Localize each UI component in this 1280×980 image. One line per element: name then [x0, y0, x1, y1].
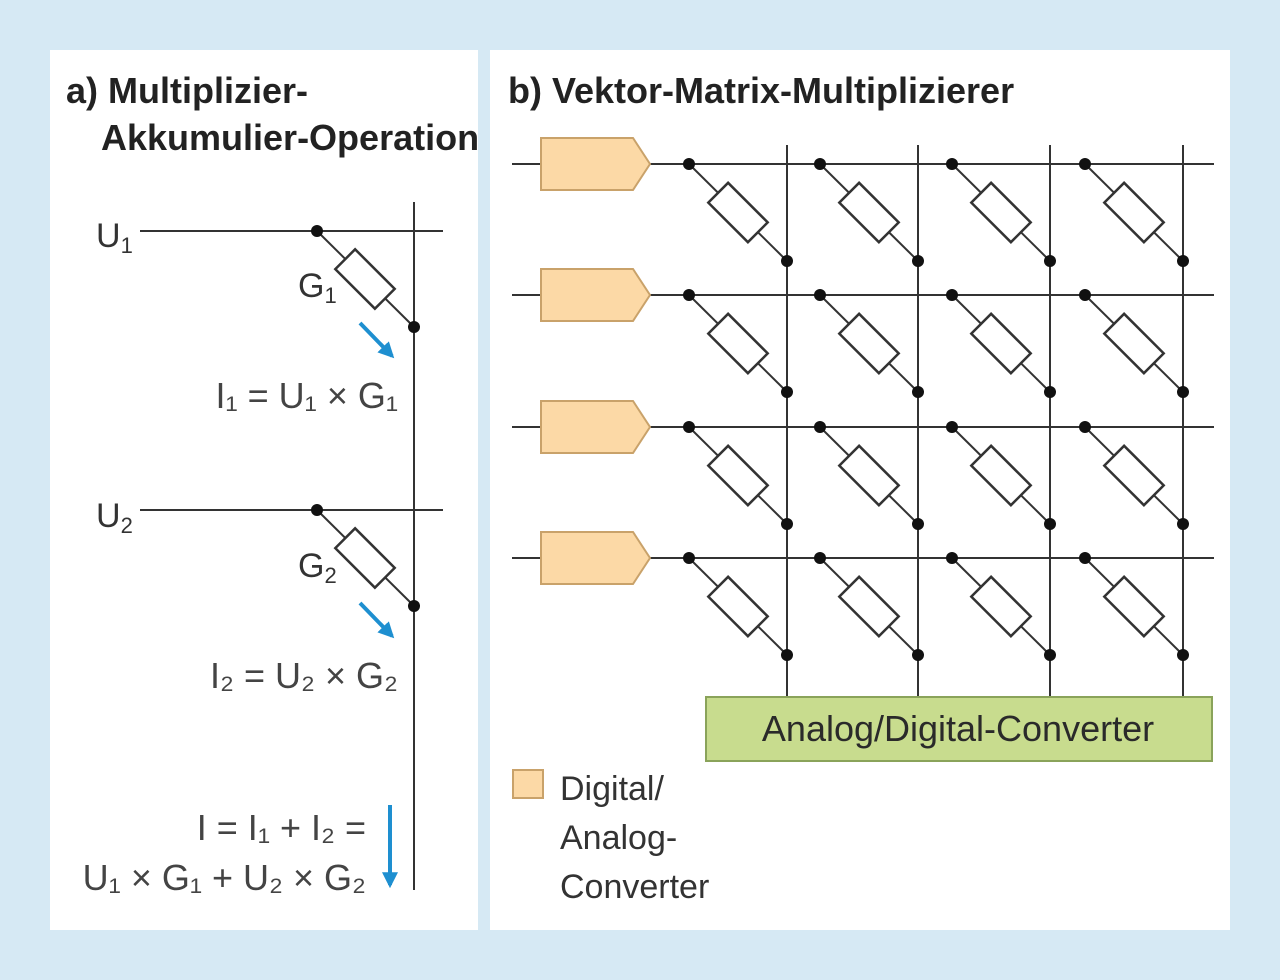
crossbar-cell-r3-c4 [1079, 421, 1189, 530]
junction-node [814, 158, 826, 170]
equation-sum-line2: U₁ × G₁ + U₂ × G₂ [83, 857, 366, 898]
junction-node [683, 289, 695, 301]
junction-node [946, 552, 958, 564]
junction-node [814, 421, 826, 433]
panel-a-mac-operation [50, 50, 478, 930]
g2-label: G2 [298, 547, 337, 588]
junction-node [912, 649, 924, 661]
junction-node [781, 255, 793, 267]
resistor [969, 312, 1033, 375]
legend-line1: Digital/ [560, 770, 664, 808]
junction-node [781, 386, 793, 398]
junction-node [1079, 158, 1091, 170]
junction-node [912, 255, 924, 267]
junction-node [814, 552, 826, 564]
legend-line2: Analog- [560, 819, 677, 857]
junction-node [1044, 518, 1056, 530]
dac-row-2 [540, 268, 652, 322]
crossbar-cell-r1-c4 [1079, 158, 1189, 267]
crossbar-cell-r2-c1 [683, 289, 793, 398]
crossbar-cell-r3-c2 [814, 421, 924, 530]
resistor [706, 575, 770, 638]
junction-node [1044, 255, 1056, 267]
junction-node [1177, 255, 1189, 267]
resistor [706, 444, 770, 507]
junction-node [1079, 421, 1091, 433]
junction-node [1044, 386, 1056, 398]
crossbar-cell-r2-c4 [1079, 289, 1189, 398]
equation-sum-line1: I = I₁ + I₂ = [197, 807, 366, 848]
junction-node [946, 421, 958, 433]
crossbar-cell-r4-c4 [1079, 552, 1189, 661]
junction-node [946, 289, 958, 301]
crossbar-cell-r4-c1 [683, 552, 793, 661]
crossbar-cell-r2-c2 [814, 289, 924, 398]
panel-b-title: b) Vektor-Matrix-Multiplizierer [508, 70, 1014, 111]
crossbar-cell-r4-c2 [814, 552, 924, 661]
crossbar-cell-r1-c1 [683, 158, 793, 267]
crossbar-cell-r4-c3 [946, 552, 1056, 661]
junction-node [1079, 552, 1091, 564]
adc-label: Analog/Digital-Converter [762, 708, 1154, 749]
resistor [969, 181, 1033, 244]
resistor [969, 444, 1033, 507]
junction-node [1079, 289, 1091, 301]
junction-node [683, 552, 695, 564]
legend-line3: Converter [560, 868, 709, 906]
legend-dac-swatch [512, 769, 544, 799]
u2-label: U2 [96, 497, 133, 538]
crossbar-cell-r3-c1 [683, 421, 793, 530]
junction-node [912, 518, 924, 530]
panel-a-nodes [311, 225, 420, 612]
g1-label: G1 [298, 267, 337, 308]
junction-node [1177, 386, 1189, 398]
panel-a-title-line2: Akkumulier-Operation [101, 117, 479, 158]
junction-node [683, 158, 695, 170]
junction-node [1044, 649, 1056, 661]
junction-node [946, 158, 958, 170]
junction-node [1177, 649, 1189, 661]
crossbar-cell-r1-c3 [946, 158, 1056, 267]
equation-i1: I₁ = U₁ × G₁ [216, 375, 399, 416]
adc-block [705, 696, 1213, 762]
resistor [969, 575, 1033, 638]
junction-node [814, 289, 826, 301]
junction-node [912, 386, 924, 398]
resistor [1102, 575, 1166, 638]
panel-a-wires [140, 202, 443, 890]
dac-blocks [540, 137, 652, 585]
resistor [706, 312, 770, 375]
dac-row-4 [540, 531, 652, 585]
resistor [1102, 181, 1166, 244]
u1-label: U1 [96, 217, 133, 258]
crossbar-cell-r3-c3 [946, 421, 1056, 530]
current-arrow-i1 [358, 321, 395, 359]
resistor [706, 181, 770, 244]
resistor [1102, 444, 1166, 507]
crossbar-resistors [683, 158, 1189, 661]
junction-node [1177, 518, 1189, 530]
current-arrows [358, 321, 398, 889]
panel-a-title-line1: a) Multiplizier- [66, 70, 308, 111]
resistor [837, 575, 901, 638]
dac-row-1 [540, 137, 652, 191]
junction-node [781, 649, 793, 661]
junction-node [781, 518, 793, 530]
resistor [837, 181, 901, 244]
junction-node [683, 421, 695, 433]
crossbar-cell-r2-c3 [946, 289, 1056, 398]
resistor [837, 444, 901, 507]
dac-row-3 [540, 400, 652, 454]
equation-i2: I₂ = U₂ × G₂ [210, 655, 398, 696]
resistor [837, 312, 901, 375]
resistor [1102, 312, 1166, 375]
current-arrow-i2 [358, 601, 395, 639]
crossbar-cell-r1-c2 [814, 158, 924, 267]
